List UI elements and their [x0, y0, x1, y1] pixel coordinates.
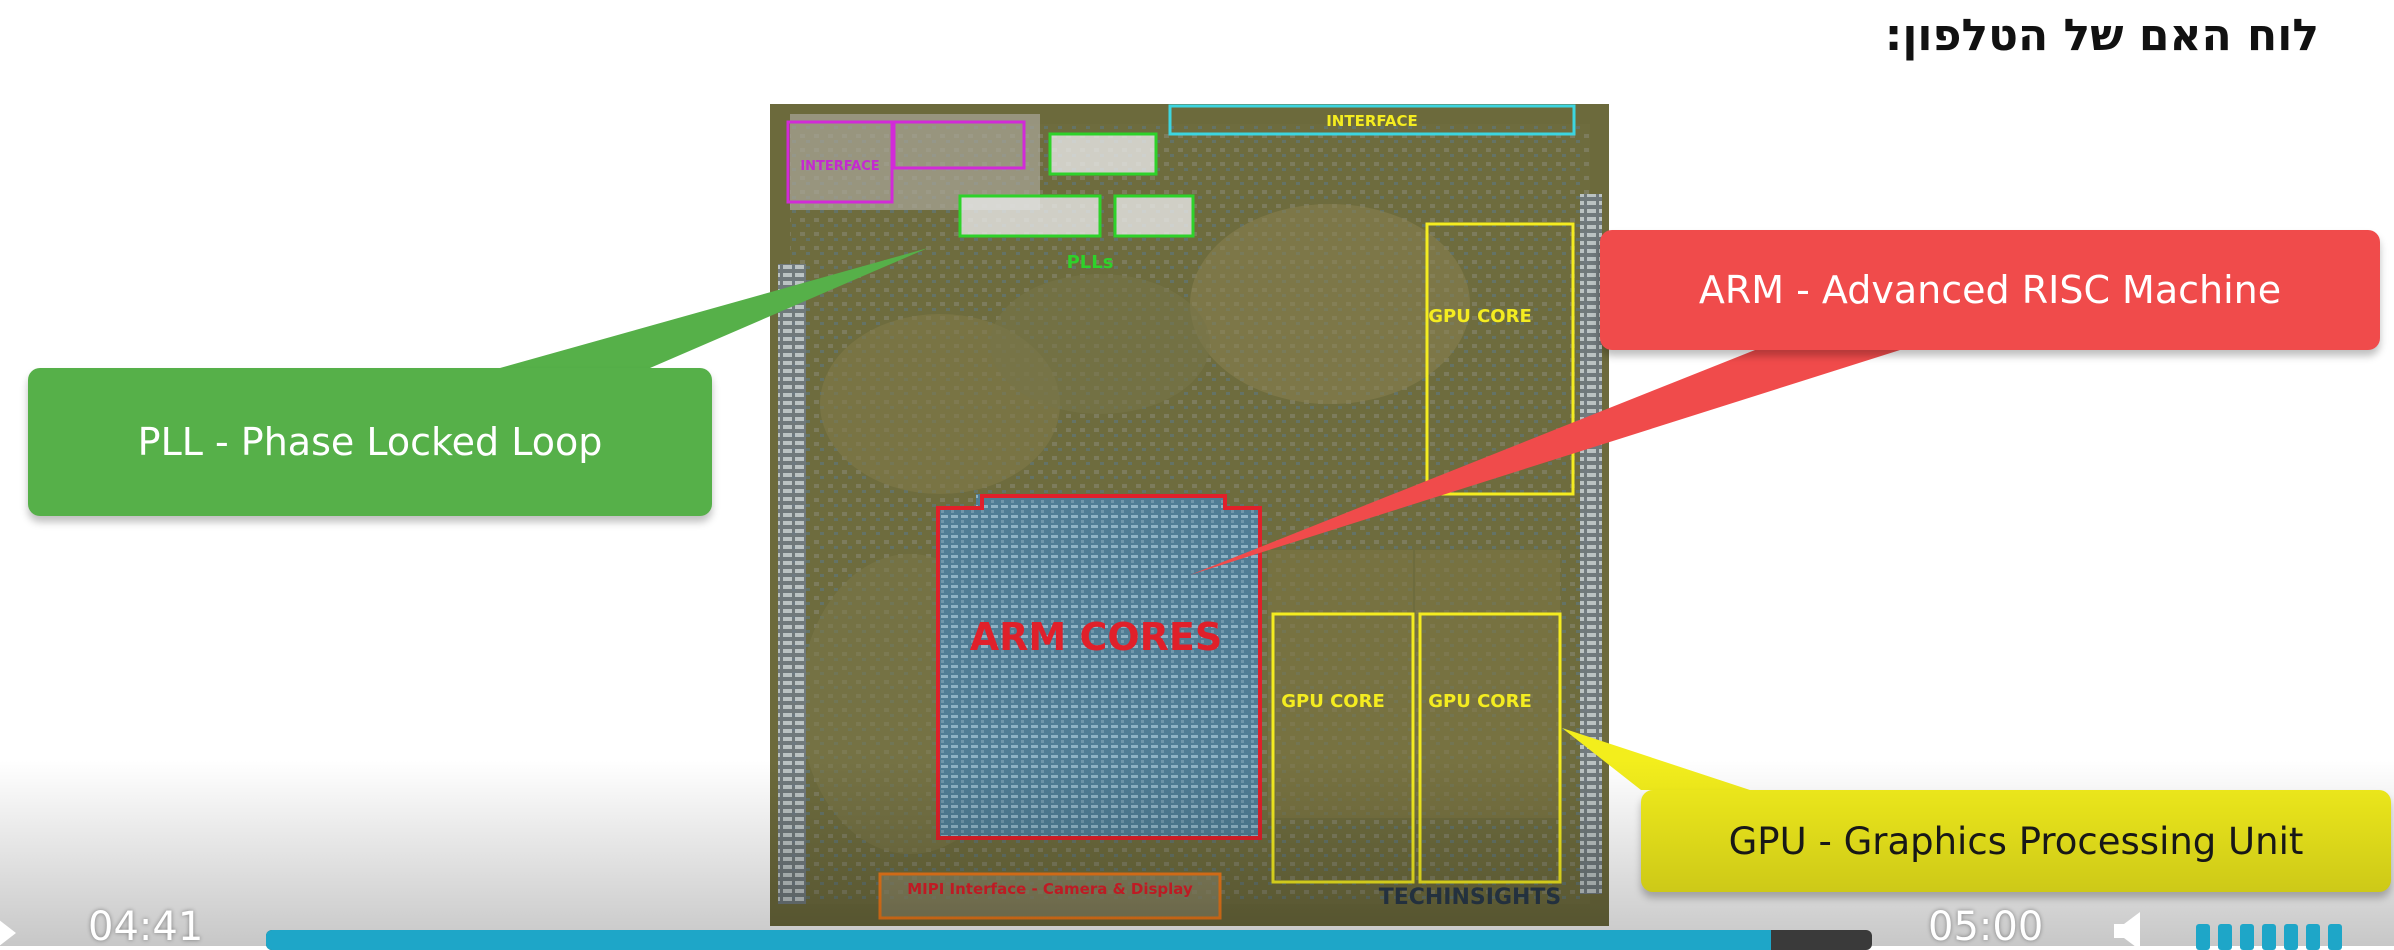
callout-arm: ARM - Advanced RISC Machine: [1600, 230, 2380, 350]
volume-icon[interactable]: [2112, 910, 2152, 950]
volume-level-bars[interactable]: [2196, 924, 2342, 950]
die-label-plls: PLLs: [1067, 252, 1114, 273]
progress-fill: [266, 930, 1771, 950]
die-label-gpu-core-top: GPU CORE: [1428, 306, 1532, 327]
die-label-watermark: TECHINSIGHTS: [1379, 885, 1562, 910]
volume-bar: [2196, 924, 2210, 950]
volume-bar: [2284, 924, 2298, 950]
gpu-pointer: [1562, 728, 1750, 790]
die-label-interface-top: INTERFACE: [1326, 112, 1418, 130]
arm-pointer: [1190, 350, 1900, 575]
volume-bar: [2218, 924, 2232, 950]
chip-die-image: INTERFACE INTERFACE PLLs GPU CORE GPU CO…: [770, 104, 1609, 926]
die-label-arm-cores: ARM CORES: [970, 615, 1223, 659]
play-icon[interactable]: [0, 916, 16, 950]
die-label-mipi: MIPI Interface - Camera & Display: [907, 880, 1193, 898]
current-time: 04:41: [88, 904, 204, 950]
progress-bar[interactable]: [266, 930, 1872, 950]
total-time: 05:00: [1928, 904, 2044, 950]
die-label-gpu-core-bottom-left: GPU CORE: [1281, 691, 1385, 712]
callout-gpu: GPU - Graphics Processing Unit: [1641, 790, 2391, 892]
die-label-gpu-core-bottom-right: GPU CORE: [1428, 691, 1532, 712]
volume-bar: [2240, 924, 2254, 950]
volume-bar: [2328, 924, 2342, 950]
pll-pointer: [500, 248, 928, 368]
die-label-interface-left: INTERFACE: [800, 159, 879, 174]
slide-title: לוח האם של הטלפון:: [1884, 10, 2319, 61]
callout-pll: PLL - Phase Locked Loop: [28, 368, 712, 516]
volume-bar: [2306, 924, 2320, 950]
volume-bar: [2262, 924, 2276, 950]
